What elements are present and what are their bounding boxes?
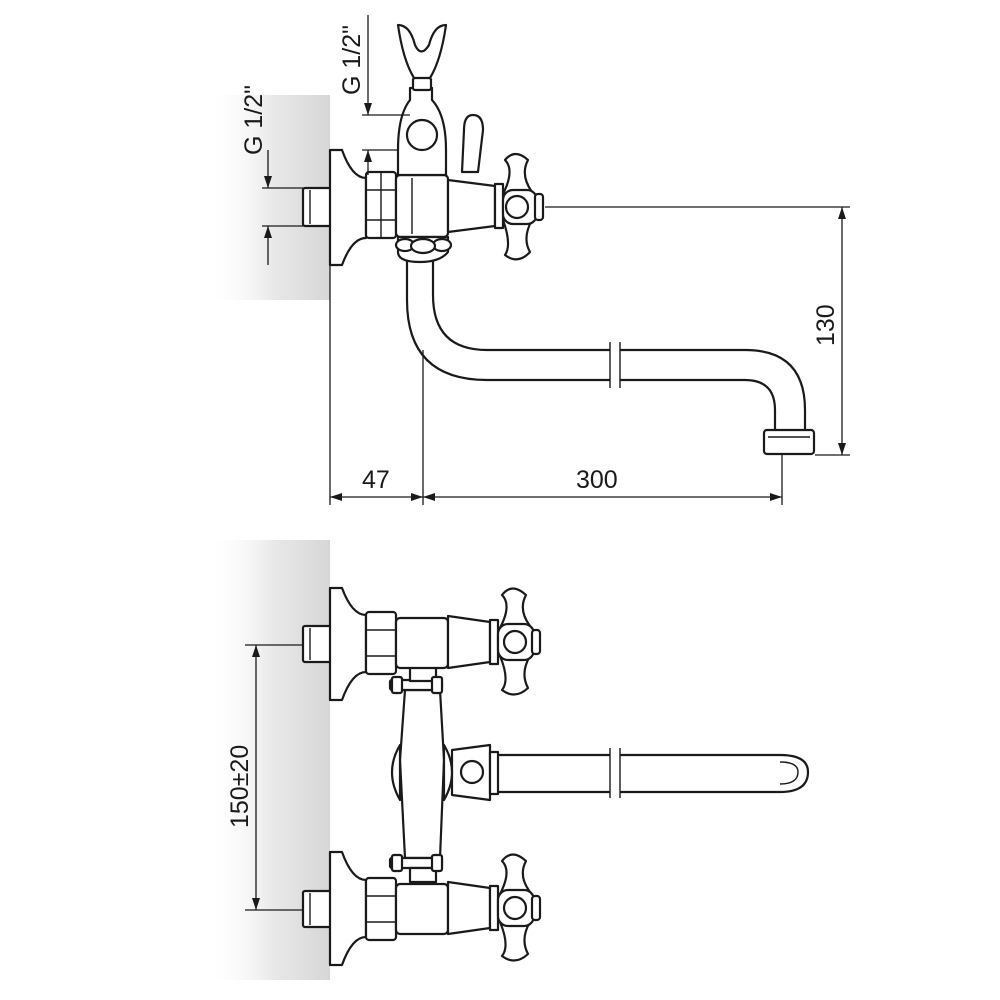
dim-wall-offset: 47 <box>362 466 390 494</box>
top-vertical-body <box>398 688 446 860</box>
side-view <box>301 23 816 456</box>
side-spout-pipe <box>405 260 777 434</box>
top-view <box>388 665 810 884</box>
dim-spout-reach: 300 <box>576 466 618 494</box>
side-main-body <box>394 173 450 239</box>
dim-spout-height: 130 <box>812 304 840 346</box>
top-spout-pipe <box>493 753 810 794</box>
side-spout-aerator <box>762 428 816 456</box>
side-dimensions: G 1/2" G 1/2" 130 47 300 <box>240 15 850 505</box>
side-shower-holder <box>396 23 448 80</box>
top-upper-valve <box>301 586 542 702</box>
dim-thread-shower: G 1/2" <box>338 25 366 95</box>
dim-inlet-spacing: 150±20 <box>226 745 254 828</box>
top-dimensions: 150±20 <box>226 644 303 911</box>
side-valve-bonnet <box>446 178 497 234</box>
top-lower-cross-handle[interactable] <box>496 853 542 962</box>
dim-thread-inlet: G 1/2" <box>240 85 268 155</box>
top-upper-cross-handle[interactable] <box>496 587 542 696</box>
side-wall-escutcheon <box>328 148 368 267</box>
side-inlet-nipple <box>301 186 335 228</box>
side-diverter-lever[interactable] <box>460 113 485 174</box>
side-cross-handle[interactable] <box>501 152 545 261</box>
top-lower-valve <box>301 850 542 967</box>
